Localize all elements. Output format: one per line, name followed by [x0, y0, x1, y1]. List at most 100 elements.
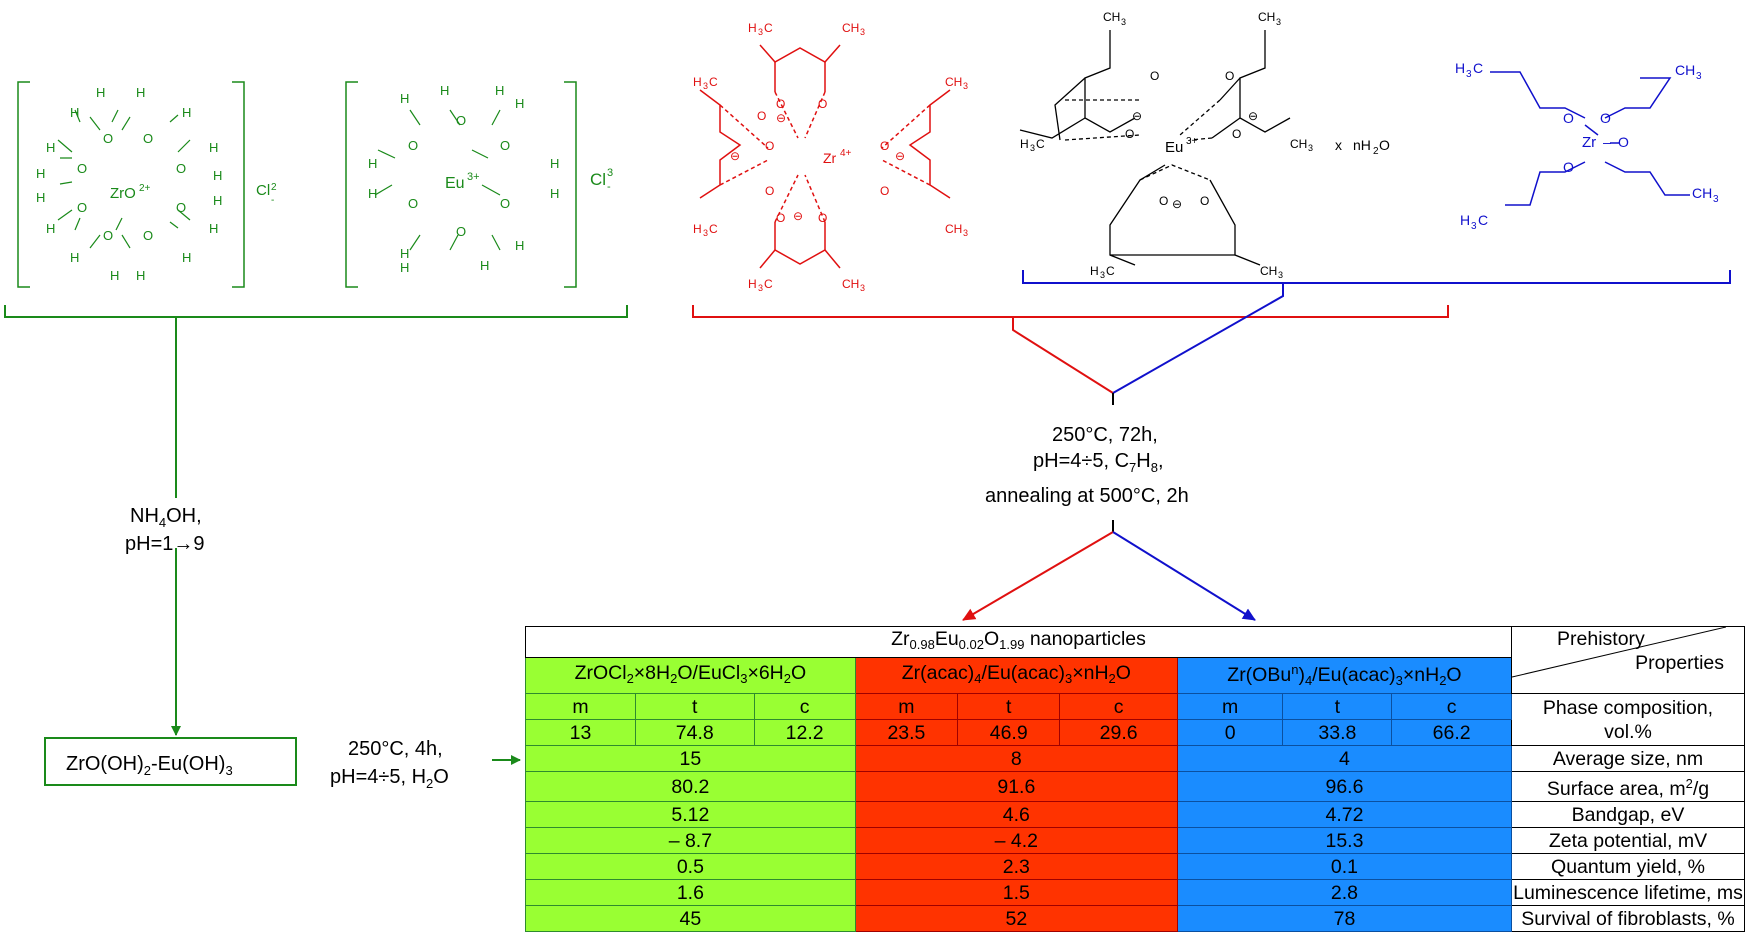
svg-text:3: 3	[703, 228, 708, 238]
properties-table: Zr0.98Eu0.02O1.99 nanoparticles Prehisto…	[525, 626, 1745, 932]
value-cell: 4	[1176, 745, 1513, 772]
value-cell: 5.12	[525, 801, 856, 828]
phase-value: 0	[1176, 719, 1284, 746]
svg-text:⊖: ⊖	[776, 111, 786, 125]
svg-text:C: C	[709, 75, 718, 89]
table-row: 1.6 1.5 2.8 Luminescence lifetime, ms	[525, 879, 1745, 906]
svg-text:3: 3	[1276, 17, 1281, 27]
svg-text:⊖: ⊖	[1172, 197, 1182, 211]
svg-text:O: O	[1125, 127, 1134, 141]
svg-text:H: H	[1455, 60, 1465, 76]
phase-label-line2: vol.%	[1604, 720, 1652, 743]
svg-text:2: 2	[271, 182, 277, 193]
svg-text:3+: 3+	[1186, 136, 1198, 147]
svg-text:3: 3	[1308, 143, 1313, 153]
svg-text:O: O	[176, 200, 186, 215]
svg-text:O: O	[1159, 194, 1168, 208]
svg-text:H: H	[748, 277, 757, 291]
svg-text:C: C	[1106, 264, 1115, 278]
svg-text:H: H	[748, 21, 757, 35]
zr-acac-complex	[699, 44, 951, 269]
phase-value: 46.9	[957, 719, 1061, 746]
svg-text:H: H	[182, 250, 191, 265]
property-label: Surface area, m2/g	[1511, 771, 1745, 802]
svg-text:CH: CH	[1675, 62, 1695, 78]
svg-text:O: O	[176, 161, 186, 176]
left-conditions-1: NH4OH,	[130, 505, 202, 530]
svg-text:CH: CH	[1103, 10, 1120, 24]
svg-text:3: 3	[860, 283, 865, 293]
svg-text:3: 3	[860, 27, 865, 37]
svg-text:3: 3	[758, 283, 763, 293]
blue-brace	[1022, 270, 1731, 394]
red-brace	[692, 305, 1449, 394]
table-row: 5.12 4.6 4.72 Bandgap, eV	[525, 801, 1745, 828]
svg-text:Eu: Eu	[1165, 139, 1183, 156]
svg-text:3+: 3+	[467, 171, 480, 183]
right-conditions-2: pH=4÷5, C7H8,	[1033, 450, 1164, 475]
table-row: 15 8 4 Average size, nm	[525, 745, 1745, 772]
svg-text:3: 3	[607, 167, 613, 179]
table-title: Zr0.98Eu0.02O1.99 nanoparticles	[525, 626, 1512, 658]
svg-text:O: O	[1200, 194, 1209, 208]
svg-text:3: 3	[1713, 194, 1719, 205]
property-label: Luminescence lifetime, ms	[1511, 879, 1745, 906]
svg-text:O: O	[776, 97, 785, 111]
value-cell: 45	[525, 905, 856, 932]
svg-text:-: -	[271, 195, 274, 206]
phase-header-c: c	[1059, 693, 1178, 720]
svg-text:H: H	[46, 221, 55, 236]
svg-text:H: H	[182, 105, 191, 120]
svg-text:O: O	[456, 113, 466, 128]
svg-text:O: O	[1150, 69, 1159, 83]
phase-header-m: m	[525, 693, 636, 720]
svg-text:nH: nH	[1353, 137, 1371, 153]
svg-text:C: C	[764, 277, 773, 291]
svg-text:O: O	[1563, 159, 1574, 175]
svg-text:O: O	[77, 200, 87, 215]
svg-text:O: O	[776, 211, 785, 225]
svg-text:C: C	[764, 21, 773, 35]
svg-text:O: O	[1618, 134, 1629, 150]
svg-text:4+: 4+	[840, 148, 852, 159]
svg-text:H: H	[110, 268, 119, 283]
svg-text:3: 3	[1100, 270, 1105, 280]
svg-text:H: H	[1090, 264, 1099, 278]
svg-text:C: C	[1036, 137, 1045, 151]
svg-text:H: H	[36, 190, 45, 205]
red-arrow	[962, 531, 1114, 621]
svg-text:H: H	[1460, 212, 1470, 228]
svg-text:O: O	[757, 109, 766, 123]
property-label: Bandgap, eV	[1511, 801, 1745, 828]
svg-text:⊖: ⊖	[793, 209, 803, 223]
prehistory-label: Prehistory	[1557, 628, 1645, 650]
svg-text:⊖: ⊖	[1132, 109, 1142, 123]
svg-text:H: H	[213, 193, 222, 208]
svg-text:O: O	[1225, 69, 1234, 83]
property-label: Survival of fibroblasts, %	[1511, 905, 1745, 932]
table-row: 80.2 91.6 96.6 Surface area, m2/g	[525, 771, 1745, 802]
svg-text:3: 3	[758, 27, 763, 37]
svg-text:H: H	[550, 186, 559, 201]
right-conditions-1: 250°C, 72h,	[1052, 424, 1158, 446]
svg-text:⊖: ⊖	[895, 149, 905, 163]
svg-text:H: H	[400, 246, 409, 261]
phase-value: 74.8	[634, 719, 755, 746]
svg-text:CH: CH	[1260, 264, 1277, 278]
intermediate-box	[44, 737, 297, 786]
value-cell: 0.5	[525, 853, 856, 880]
value-cell: – 4.2	[854, 827, 1178, 854]
svg-text:H: H	[515, 238, 524, 253]
svg-text:3: 3	[1121, 17, 1126, 27]
eu-acac-complex	[1019, 30, 1291, 266]
svg-text:O: O	[880, 139, 889, 153]
svg-text:CH: CH	[1258, 10, 1275, 24]
svg-text:H: H	[440, 83, 449, 98]
blue-arrow	[1112, 531, 1256, 621]
svg-text:H: H	[136, 85, 145, 100]
svg-text:2: 2	[1373, 146, 1379, 157]
svg-text:Eu: Eu	[445, 175, 465, 192]
